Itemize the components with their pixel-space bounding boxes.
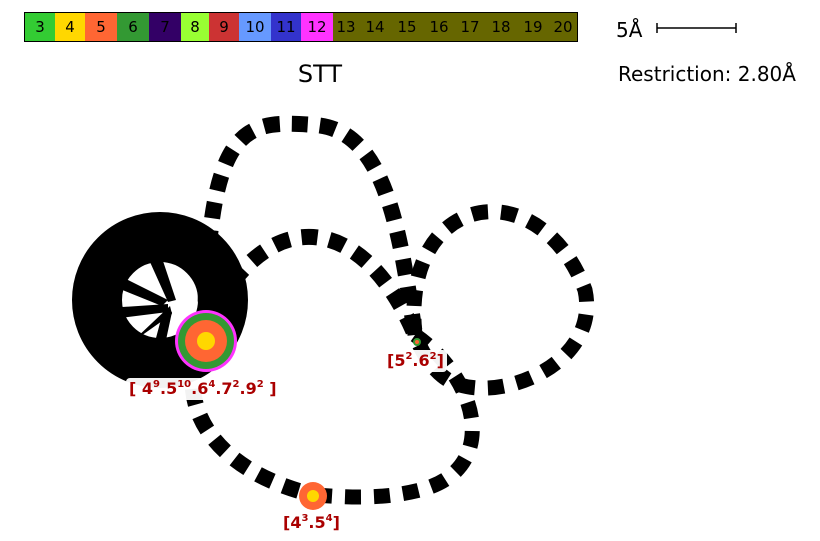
restriction-label: Restriction: 2.80Å bbox=[618, 62, 796, 86]
legend-ring-3: 3 bbox=[25, 13, 55, 41]
legend-ring-18: 18 bbox=[485, 13, 517, 41]
legend-ring-4: 4 bbox=[55, 13, 85, 41]
legend-ring-7: 7 bbox=[149, 13, 181, 41]
vertex-small-rings bbox=[413, 338, 421, 346]
vertex-bottom-rings bbox=[299, 482, 327, 510]
legend-ring-16: 16 bbox=[423, 13, 455, 41]
legend-ring-20: 20 bbox=[549, 13, 577, 41]
scale-label: 5Å bbox=[616, 18, 643, 42]
legend-ring-6: 6 bbox=[117, 13, 149, 41]
vertex-label-small: [52.62] bbox=[384, 350, 447, 372]
framework-title: STT bbox=[297, 60, 343, 88]
vertex-large-rings bbox=[175, 310, 237, 372]
legend-ring-8: 8 bbox=[181, 13, 209, 41]
vertex-label-bottom: [43.54] bbox=[280, 512, 343, 534]
legend-ring-11: 11 bbox=[271, 13, 301, 41]
legend-ring-5: 5 bbox=[85, 13, 117, 41]
tall-loop bbox=[197, 115, 423, 337]
loop-spokes bbox=[104, 258, 176, 348]
legend-ring-14: 14 bbox=[359, 13, 391, 41]
legend-ring-19: 19 bbox=[517, 13, 549, 41]
legend-ring-17: 17 bbox=[455, 13, 485, 41]
scale-bar bbox=[656, 23, 737, 33]
middle-arch bbox=[197, 228, 423, 339]
legend-ring-13: 13 bbox=[333, 13, 359, 41]
legend-ring-15: 15 bbox=[391, 13, 423, 41]
vertex-label-large: [ 49.510.64.72.92 ] bbox=[126, 378, 280, 400]
legend-ring-9: 9 bbox=[209, 13, 239, 41]
legend-ring-10: 10 bbox=[239, 13, 271, 41]
legend-ring-12: 12 bbox=[301, 13, 333, 41]
lower-right-arc bbox=[313, 328, 480, 505]
